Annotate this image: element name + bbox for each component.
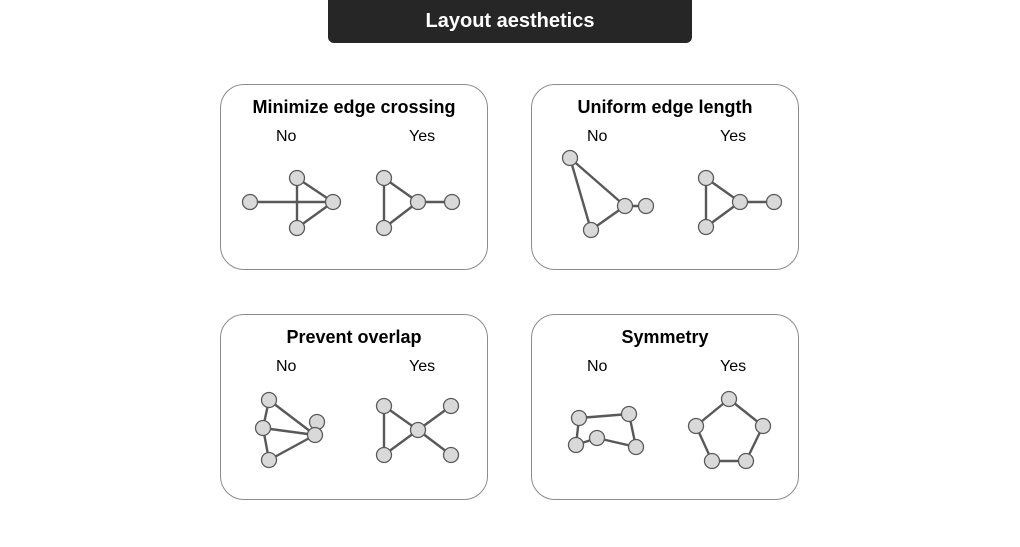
- page-title: Layout aesthetics: [328, 0, 692, 43]
- panel-title: Minimize edge crossing: [252, 97, 456, 117]
- graph-node: [687, 417, 705, 435]
- yes-label: Yes: [409, 358, 436, 375]
- graph-node: [409, 193, 427, 211]
- graph-node: [720, 390, 738, 408]
- graph-node: [288, 169, 306, 187]
- graph-node: [442, 397, 460, 415]
- graph-node: [765, 193, 783, 211]
- no-label: No: [587, 358, 608, 375]
- graph-node: [703, 452, 721, 470]
- graph-no-0: [241, 169, 342, 237]
- graph-no-1: [561, 149, 655, 239]
- graph-node: [375, 446, 393, 464]
- panel-title: Prevent overlap: [286, 327, 422, 347]
- graph-node: [241, 193, 259, 211]
- graph-node: [570, 409, 588, 427]
- graph-node: [375, 397, 393, 415]
- graph-node: [306, 426, 324, 444]
- panel-symmetry: Symmetry No Yes: [531, 314, 799, 500]
- graph-node: [582, 221, 600, 239]
- panel-minimize-edge-crossing: Minimize edge crossing No Yes: [220, 84, 488, 270]
- graph-yes-2: [375, 397, 460, 464]
- graph-node: [409, 421, 427, 439]
- graph-node: [737, 452, 755, 470]
- graph-yes-1: [697, 169, 783, 236]
- graph-node: [754, 417, 772, 435]
- graph-node: [254, 419, 272, 437]
- graph-node: [637, 197, 655, 215]
- graph-no-2: [254, 391, 326, 469]
- graph-edge: [268, 399, 316, 436]
- no-label: No: [276, 358, 297, 375]
- graph-edge: [569, 157, 626, 207]
- graph-node: [324, 193, 342, 211]
- yes-label: Yes: [409, 128, 436, 145]
- graph-edge: [568, 157, 593, 231]
- graph-node: [375, 169, 393, 187]
- yes-label: Yes: [720, 358, 747, 375]
- graph-edge: [578, 412, 630, 420]
- graph-node: [616, 197, 634, 215]
- graph-edge: [262, 426, 316, 437]
- yes-label: Yes: [720, 128, 747, 145]
- graph-node: [260, 451, 278, 469]
- panel-title: Symmetry: [621, 327, 709, 347]
- graph-node: [288, 219, 306, 237]
- graph-node: [442, 446, 460, 464]
- graph-node: [375, 219, 393, 237]
- no-label: No: [276, 128, 297, 145]
- graph-node: [588, 429, 606, 447]
- graph-node: [697, 169, 715, 187]
- panel-title: Uniform edge length: [577, 97, 753, 117]
- graph-node: [731, 193, 749, 211]
- graph-yes-0: [375, 169, 461, 237]
- graph-node: [561, 149, 579, 167]
- graph-node: [567, 436, 585, 454]
- graph-no-3: [567, 405, 645, 456]
- graph-node: [627, 438, 645, 456]
- graph-node: [697, 218, 715, 236]
- graph-edge: [268, 433, 316, 462]
- graph-node: [620, 405, 638, 423]
- panel-prevent-overlap: Prevent overlap No Yes: [220, 314, 488, 500]
- graph-node: [443, 193, 461, 211]
- no-label: No: [587, 128, 608, 145]
- graph-yes-3: [687, 390, 772, 470]
- graph-node: [260, 391, 278, 409]
